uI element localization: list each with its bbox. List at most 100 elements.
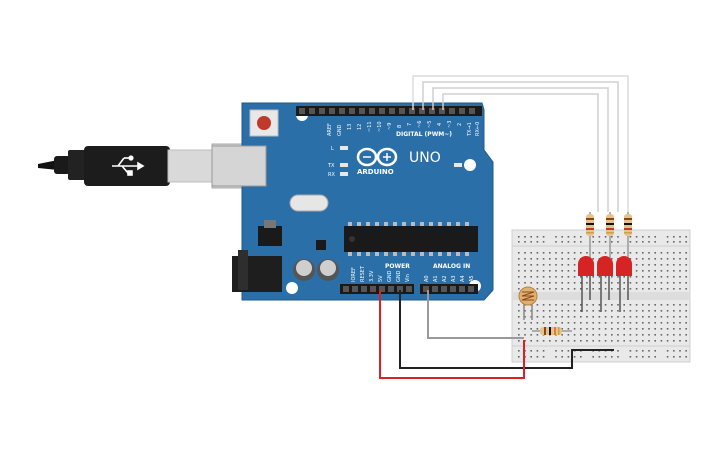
breadboard-hole	[623, 252, 625, 254]
breadboard-hole	[679, 276, 681, 278]
breadboard-hole	[679, 282, 681, 284]
breadboard-hole	[635, 334, 638, 336]
breadboard-hole	[604, 304, 607, 306]
led-on-label: ON	[466, 163, 474, 169]
breadboard-hole	[611, 236, 613, 238]
breadboard-hole	[629, 252, 632, 254]
breadboard-hole	[580, 236, 582, 238]
breadboard-hole	[524, 282, 526, 284]
breadboard-hole	[573, 258, 576, 260]
breadboard-hole	[648, 241, 650, 243]
breadboard-hole	[642, 304, 644, 306]
breadboard-hole	[573, 252, 576, 254]
breadboard-hole	[617, 316, 619, 318]
breadboard-hole	[629, 258, 632, 260]
arduino-board[interactable]: AREF GND 13 12 ~11 ~10 ~9 8 7 ~6 ~5 4 ~3…	[211, 102, 494, 301]
breadboard-hole	[573, 340, 576, 342]
breadboard-hole	[629, 282, 632, 284]
breadboard-hole	[567, 328, 570, 330]
breadboard-hole	[573, 334, 576, 336]
analog-header	[420, 284, 478, 294]
breadboard-hole	[573, 276, 576, 278]
breadboard-hole	[617, 276, 619, 278]
breadboard-hole	[673, 276, 675, 278]
breadboard-hole	[592, 334, 594, 336]
breadboard-hole	[617, 241, 619, 243]
breadboard-hole	[592, 236, 594, 238]
breadboard-hole	[666, 264, 669, 266]
breadboard-hole	[635, 258, 638, 260]
breadboard-hole	[567, 264, 570, 266]
breadboard-hole	[666, 340, 669, 342]
breadboard-hole	[580, 340, 582, 342]
breadboard-hole	[536, 322, 539, 324]
power-pin-label: RESET	[360, 265, 366, 282]
breadboard-hole	[629, 276, 632, 278]
breadboard-hole	[598, 276, 601, 278]
breadboard-hole	[660, 310, 663, 312]
breadboard-hole	[580, 282, 582, 284]
breadboard-hole	[542, 264, 545, 266]
microcontroller-chip	[344, 222, 478, 256]
analog-pin-label: A2	[442, 275, 448, 282]
breadboard-hole	[555, 252, 557, 254]
breadboard-hole	[586, 328, 588, 330]
breadboard-hole	[586, 304, 588, 306]
breadboard-hole	[542, 322, 545, 324]
breadboard-hole	[573, 241, 576, 243]
breadboard-hole	[592, 276, 594, 278]
breadboard-hole	[685, 258, 687, 260]
breadboard-hole	[555, 276, 557, 278]
breadboard-hole	[536, 236, 539, 238]
breadboard-hole	[611, 316, 613, 318]
breadboard-hole	[629, 310, 632, 312]
breadboard-hole	[629, 334, 632, 336]
pin-label: TX→1	[467, 122, 473, 137]
breadboard-hole	[648, 316, 650, 318]
breadboard-hole	[586, 322, 588, 324]
pin-label: ~5	[427, 121, 433, 128]
breadboard-hole	[542, 310, 545, 312]
breadboard-hole	[629, 236, 632, 238]
breadboard-hole	[549, 288, 551, 290]
breadboard-hole	[611, 276, 613, 278]
breadboard-hole	[549, 340, 551, 342]
breadboard-hole	[580, 252, 582, 254]
breadboard-hole	[567, 270, 570, 272]
digital-header	[296, 106, 482, 116]
photoresistor	[518, 286, 538, 320]
breadboard-hole	[536, 356, 539, 358]
breadboard-hole	[685, 282, 687, 284]
breadboard-hole	[555, 356, 557, 358]
breadboard-hole	[611, 241, 613, 243]
breadboard-hole	[549, 322, 551, 324]
breadboard-hole	[530, 334, 532, 336]
breadboard-hole	[635, 264, 638, 266]
breadboard-hole	[617, 288, 619, 290]
breadboard-hole	[648, 334, 650, 336]
board-model: UNO	[409, 150, 441, 166]
breadboard[interactable]	[511, 229, 691, 363]
breadboard-holes	[518, 236, 687, 358]
breadboard-hole	[654, 258, 656, 260]
breadboard-hole	[617, 236, 619, 238]
breadboard-hole	[542, 276, 545, 278]
breadboard-hole	[642, 328, 644, 330]
breadboard-hole	[598, 310, 601, 312]
breadboard-hole	[685, 288, 687, 290]
status-leds: L TX RX ON	[327, 146, 474, 178]
breadboard-hole	[617, 340, 619, 342]
usb-port	[211, 145, 267, 187]
breadboard-hole	[604, 340, 607, 342]
reset-button[interactable]	[249, 109, 279, 137]
breadboard-hole	[524, 258, 526, 260]
breadboard-hole	[673, 304, 675, 306]
breadboard-hole	[536, 252, 539, 254]
breadboard-hole	[580, 356, 582, 358]
red-leds	[578, 256, 632, 312]
breadboard-hole	[642, 258, 644, 260]
breadboard-hole	[536, 282, 539, 284]
breadboard-hole	[679, 304, 681, 306]
digital-header-label: DIGITAL (PWM~)	[396, 131, 452, 138]
breadboard-hole	[536, 258, 539, 260]
